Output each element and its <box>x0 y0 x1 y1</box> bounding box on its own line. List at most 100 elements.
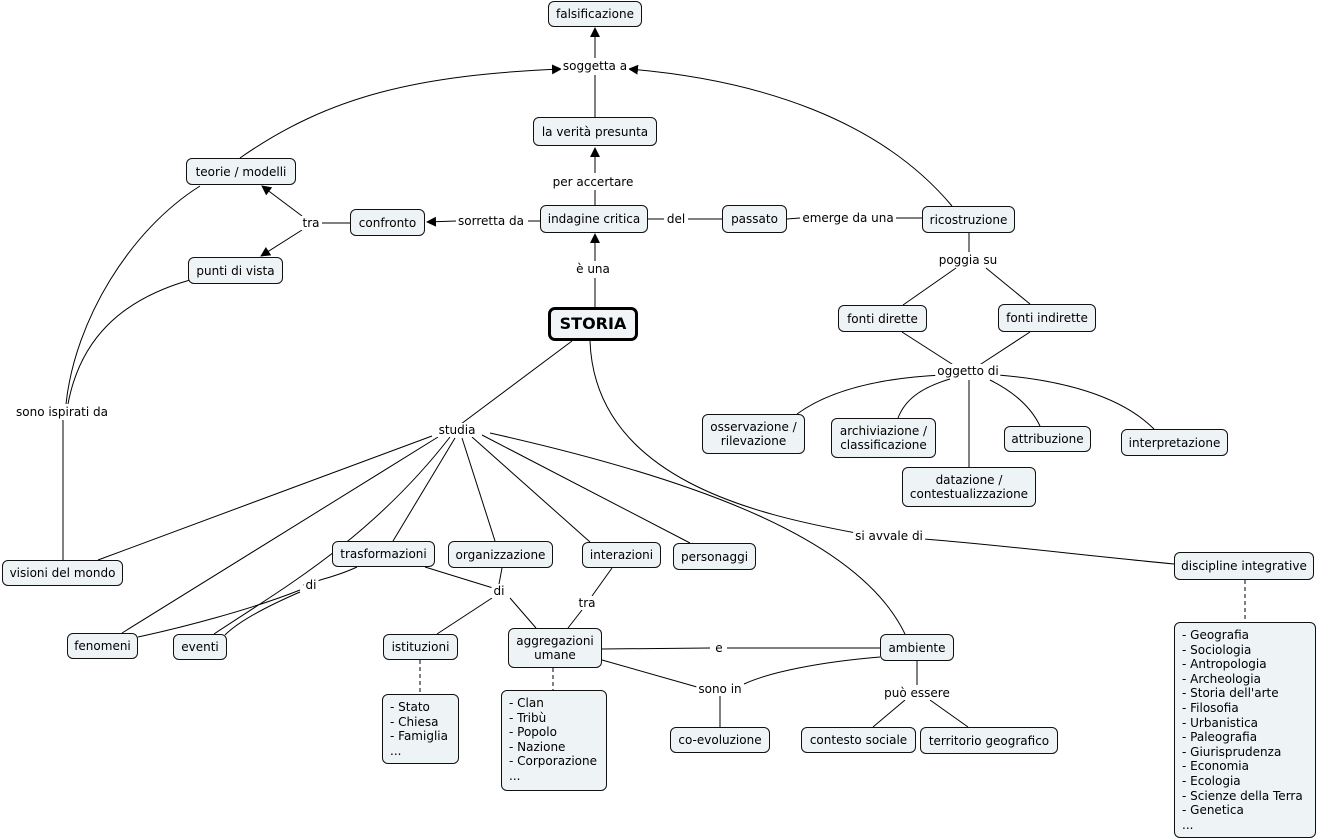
link-trasformazioni-dimid <box>424 566 494 589</box>
link-indirette-oggetto <box>977 331 1031 367</box>
link-poggia-indirette <box>985 267 1031 305</box>
label-studia: studia <box>436 423 478 437</box>
node-archiviazione-line2: classificazione <box>840 438 927 452</box>
link-storia-siavvale <box>589 340 857 534</box>
node-archiviazione-line1: archiviazione / <box>839 424 928 438</box>
list-item: - Urbanistica <box>1182 715 1259 730</box>
node-trasformazioni[interactable]: trasformazioni <box>332 541 435 567</box>
link-passato-emerge <box>786 217 801 220</box>
list-item: - Archeologia <box>1182 671 1261 686</box>
list-item: - Ecologia <box>1182 773 1241 788</box>
link-di-eventi <box>224 591 301 636</box>
label-puo-essere: può essere <box>882 686 952 700</box>
list-item: - Storia dell'arte <box>1182 686 1279 701</box>
node-storia[interactable]: STORIA <box>548 307 638 341</box>
node-ricostruzione[interactable]: ricostruzione <box>922 206 1015 233</box>
list-item: - Genetica <box>1182 803 1244 818</box>
node-osservazione[interactable]: osservazione /rilevazione <box>702 414 805 454</box>
label-tra-bottom: tra <box>576 596 598 610</box>
label-soggetta-a: soggetta a <box>560 59 630 73</box>
link-tra-punti <box>260 229 303 257</box>
link-oggetto-attribuzione <box>989 379 1041 427</box>
link-siavvale-discipline <box>923 538 1175 565</box>
node-istituzioni[interactable]: istituzioni <box>383 634 458 660</box>
label-sono-in: sono in <box>696 682 744 696</box>
link-studia-interazioni <box>471 436 591 543</box>
label-emerge-da-una: emerge da una <box>800 211 896 225</box>
link-studia-eventi <box>213 436 451 635</box>
node-passato[interactable]: passato <box>722 205 787 233</box>
list-item: - Scienze della Terra <box>1182 788 1303 803</box>
node-territorio-geografico[interactable]: territorio geografico <box>920 727 1058 754</box>
node-interazioni[interactable]: interazioni <box>582 542 661 568</box>
list-item: ... <box>1182 817 1194 832</box>
link-studia-trasformazioni <box>392 437 456 542</box>
link-dimid-istituzioni <box>436 597 493 635</box>
node-fonti-indirette[interactable]: fonti indirette <box>998 304 1096 332</box>
node-osservazione-line1: osservazione / <box>710 420 797 434</box>
link-di-fenomeni <box>137 589 301 638</box>
link-dirette-oggetto <box>901 331 956 367</box>
node-osservazione-line2: rilevazione <box>720 434 787 448</box>
list-item: - Sociologia <box>1182 642 1252 657</box>
label-del: del <box>664 212 688 226</box>
node-confronto[interactable]: confronto <box>350 209 425 236</box>
node-eventi[interactable]: eventi <box>173 634 227 660</box>
list-item: - Famiglia <box>390 729 448 744</box>
link-sorretta-confronto <box>426 216 457 227</box>
node-indagine-critica[interactable]: indagine critica <box>540 205 648 233</box>
node-co-evoluzione[interactable]: co-evoluzione <box>670 727 770 753</box>
node-attribuzione[interactable]: attribuzione <box>1004 426 1091 452</box>
label-per-accertare: per accertare <box>550 175 636 189</box>
node-ambiente[interactable]: ambiente <box>880 634 954 661</box>
node-interpretazione[interactable]: interpretazione <box>1121 429 1228 456</box>
link-organizzazione-dimid <box>498 567 503 585</box>
list-item: - Economia <box>1182 759 1249 774</box>
list-item: ... <box>390 743 402 758</box>
list-item: - Antropologia <box>1182 657 1267 672</box>
list-aggregazioni[interactable]: - Clan - Tribù - Popolo - Nazione - Corp… <box>501 690 607 791</box>
link-oggetto-archiviazione <box>897 378 951 419</box>
label-e-una: è una <box>574 262 612 276</box>
node-visioni-del-mondo[interactable]: visioni del mondo <box>2 560 123 586</box>
list-item: - Popolo <box>509 725 557 740</box>
link-studia-ambiente <box>489 432 906 635</box>
node-contesto-sociale[interactable]: contesto sociale <box>801 727 916 753</box>
list-item: - Paleografia <box>1182 730 1258 745</box>
list-item: - Chiesa <box>390 714 439 729</box>
node-personaggi[interactable]: personaggi <box>673 543 756 570</box>
list-item: - Stato <box>390 700 430 714</box>
list-item: - Clan <box>509 696 544 710</box>
node-datazione-line1: datazione / <box>935 473 1003 487</box>
node-teorie-modelli[interactable]: teorie / modelli <box>186 158 296 185</box>
link-puo-contesto <box>872 699 906 728</box>
list-item: - Giurisprudenza <box>1182 744 1282 759</box>
link-poggia-dirette <box>902 267 957 306</box>
list-item: ... <box>509 768 521 783</box>
node-organizzazione[interactable]: organizzazione <box>448 541 553 568</box>
list-item: - Nazione <box>509 739 566 754</box>
node-verita-presunta[interactable]: la verità presunta <box>533 117 657 146</box>
node-aggregazioni-line2: umane <box>534 648 576 662</box>
list-item: - Geografia <box>1182 628 1249 642</box>
link-oggetto-osservazione <box>796 374 943 415</box>
link-aggregazioni-sonoin <box>601 659 698 688</box>
label-tra-top: tra <box>300 216 322 230</box>
node-falsificazione[interactable]: falsificazione <box>548 1 642 27</box>
list-discipline[interactable]: - Geografia - Sociologia - Antropologia … <box>1174 622 1316 838</box>
node-fonti-dirette[interactable]: fonti dirette <box>838 305 927 332</box>
list-istituzioni[interactable]: - Stato - Chiesa - Famiglia ... <box>382 694 459 764</box>
node-archiviazione[interactable]: archiviazione /classificazione <box>831 418 936 458</box>
node-discipline-integrative[interactable]: discipline integrative <box>1174 552 1314 580</box>
link-storia-studia <box>460 340 573 425</box>
link-tra-aggregazioni <box>567 609 583 629</box>
node-aggregazioni-line1: aggregazioni <box>516 634 594 648</box>
link-ricostruzione-soggetta <box>628 64 953 207</box>
node-punti-di-vista[interactable]: punti di vista <box>188 257 283 284</box>
label-sorretta-da: sorretta da <box>456 214 526 228</box>
node-datazione[interactable]: datazione /contestualizzazione <box>902 467 1036 507</box>
node-fenomeni[interactable]: fenomeni <box>67 633 138 659</box>
list-item: - Tribù <box>509 710 547 725</box>
